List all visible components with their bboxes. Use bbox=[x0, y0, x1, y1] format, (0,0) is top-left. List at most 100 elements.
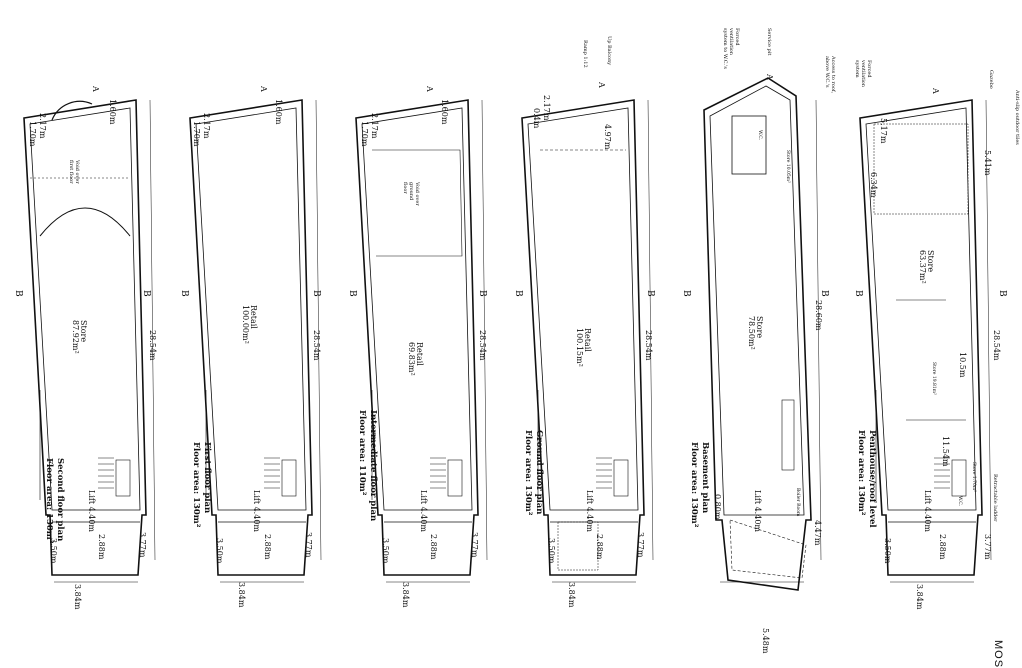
arrow-marker-1: A bbox=[91, 86, 100, 92]
inner-wall bbox=[865, 107, 977, 511]
plan-area-basement: Floor area: 130m² bbox=[689, 442, 699, 528]
dim-length-intermediate: 28.54m bbox=[478, 330, 487, 361]
room-area-first: 100.00m² bbox=[241, 305, 250, 344]
room-area-intermediate: 69.83m² bbox=[407, 342, 416, 376]
dim-side-right-ground: 3.77m bbox=[636, 532, 645, 558]
dim-side-right-first: 3.77m bbox=[304, 532, 313, 558]
dim-line-length bbox=[647, 99, 654, 561]
dim-top-a-ground: 2.17m bbox=[542, 95, 551, 121]
arrow-marker-3: A bbox=[425, 86, 434, 92]
note-gazebo: Gazebo bbox=[988, 70, 994, 89]
wc-block bbox=[731, 115, 767, 175]
room-area-second: 87.92m² bbox=[71, 320, 80, 354]
dim-length-basement: 28.60m bbox=[814, 300, 823, 331]
section-marker-2r: B bbox=[311, 290, 321, 297]
door-swing bbox=[51, 100, 93, 121]
section-marker-1r: B bbox=[141, 290, 151, 297]
sheet-corner-text: MOS bbox=[992, 640, 1004, 668]
lift-shaft bbox=[613, 459, 629, 497]
boiler-stair bbox=[781, 399, 795, 471]
dim-top-b-ground: 0.4m bbox=[532, 108, 541, 129]
dim-top-a-intermediate: 2.17m bbox=[370, 113, 379, 139]
plan-area-ground: Floor area: 130m² bbox=[523, 430, 533, 516]
section-marker-5r: B bbox=[819, 290, 829, 297]
note-wc-basement: W.C. bbox=[757, 130, 762, 140]
dim-side-left-second: 3.50m bbox=[49, 538, 58, 564]
inner-wall bbox=[361, 107, 473, 511]
void-label-second: Void over first floor bbox=[68, 160, 80, 184]
plan-penthouse bbox=[859, 99, 992, 583]
dim-line-length bbox=[481, 99, 488, 561]
plan-title-basement: Basement plan bbox=[700, 442, 710, 514]
plan-area-first: Floor area: 130m² bbox=[191, 442, 201, 528]
dim-side-right-basement: 4.47m bbox=[813, 520, 822, 546]
lift-shaft bbox=[951, 459, 967, 497]
section-marker-3r: B bbox=[477, 290, 487, 297]
inner-wall bbox=[709, 85, 805, 516]
dim-inner-penthouse: 2.88m bbox=[938, 534, 947, 560]
dim-front-second: 3.84m bbox=[73, 584, 82, 610]
lift-label-first: Lift 4.40m bbox=[252, 490, 261, 532]
dim-length-first: 28.54m bbox=[312, 330, 321, 361]
dim-line-length bbox=[815, 99, 822, 561]
plan-basement bbox=[703, 77, 822, 591]
plan-title-ground: Ground floor plan bbox=[534, 430, 544, 515]
room-area-basement: 78.50m² bbox=[747, 316, 756, 350]
plan-title-penthouse: Penthouse/roof level bbox=[867, 430, 877, 528]
note-antislip: Anti-slip outdoor tiles bbox=[1014, 90, 1020, 145]
dim-line-length bbox=[149, 99, 156, 561]
arch bbox=[39, 207, 131, 237]
dim-top-c-second: 1.60m bbox=[108, 99, 117, 125]
dim-top-c-ground: 4.97m bbox=[603, 124, 612, 150]
void-label-intermediate: Void over ground floor bbox=[402, 182, 420, 206]
plan-title-second: Second floor plan bbox=[55, 458, 65, 542]
dim-top-b-penthouse: 6.34m bbox=[869, 172, 878, 198]
dim-top-a-second: 2.17m bbox=[38, 113, 47, 139]
tile-grid bbox=[557, 521, 599, 571]
dim-inner-first: 2.88m bbox=[263, 534, 272, 560]
dim-length-ground: 28.54m bbox=[644, 330, 653, 361]
dim-top-b-first: 1.70m bbox=[192, 121, 201, 147]
inner-wall bbox=[527, 107, 639, 511]
outer-wall bbox=[23, 99, 147, 576]
dim-length-second: 28.54m bbox=[148, 330, 157, 361]
outer-wall bbox=[521, 99, 645, 576]
plan-ground bbox=[521, 99, 654, 583]
inner-wall bbox=[195, 107, 307, 511]
dim-line-length bbox=[985, 99, 992, 561]
room-area-ground: 100.15m² bbox=[575, 328, 584, 367]
dim-line-length bbox=[315, 99, 322, 561]
dim-top-c-intermediate: 1.60m bbox=[440, 99, 449, 125]
dim-mid-a-penthouse: 10.5m bbox=[958, 352, 967, 378]
dim-front-ground: 3.84m bbox=[567, 582, 576, 608]
section-marker-4r: B bbox=[645, 290, 655, 297]
plan-title-intermediate: Intermediate floor plan bbox=[368, 410, 378, 522]
room-area-penthouse: 63.37m² bbox=[918, 250, 927, 284]
note-service-pit: Service pit bbox=[766, 28, 772, 56]
lift-shaft bbox=[281, 459, 297, 497]
plan-area-second: Floor area: 130m² bbox=[44, 458, 54, 544]
section-marker-6r: B bbox=[997, 290, 1007, 297]
dim-side-left-first: 3.50m bbox=[215, 538, 224, 564]
arrow-marker-6: A bbox=[931, 88, 940, 94]
void-edge bbox=[372, 149, 463, 257]
room-name-ground: Retail bbox=[583, 328, 592, 352]
dim-inner-ground: 2.88m bbox=[595, 534, 604, 560]
lift-label-ground: Lift 4.40m bbox=[585, 490, 594, 532]
dim-front-first: 3.84m bbox=[237, 582, 246, 608]
note-forced-ventilation-penthouse: Forced ventilation system bbox=[854, 60, 872, 88]
outer-wall bbox=[859, 99, 983, 576]
note-forced-ventilation-basement: Forced ventilation system to W.C.'s bbox=[722, 28, 740, 69]
room-name-first: Retail bbox=[249, 305, 258, 329]
dim-top-b-intermediate: 1.70m bbox=[360, 121, 369, 147]
plan-area-intermediate: Floor area: 110m² bbox=[357, 410, 367, 496]
lift-label-intermediate: Lift 4.40m bbox=[419, 490, 428, 532]
plan-second bbox=[23, 99, 156, 583]
inner-wall bbox=[29, 107, 141, 511]
room-name-penthouse: Store bbox=[926, 250, 935, 273]
note-up-balcony: Up Balcony bbox=[606, 36, 612, 66]
dim-side-left-ground: 3.50m bbox=[547, 538, 556, 564]
lift-label-basement: Lift 4.40m bbox=[753, 490, 762, 532]
